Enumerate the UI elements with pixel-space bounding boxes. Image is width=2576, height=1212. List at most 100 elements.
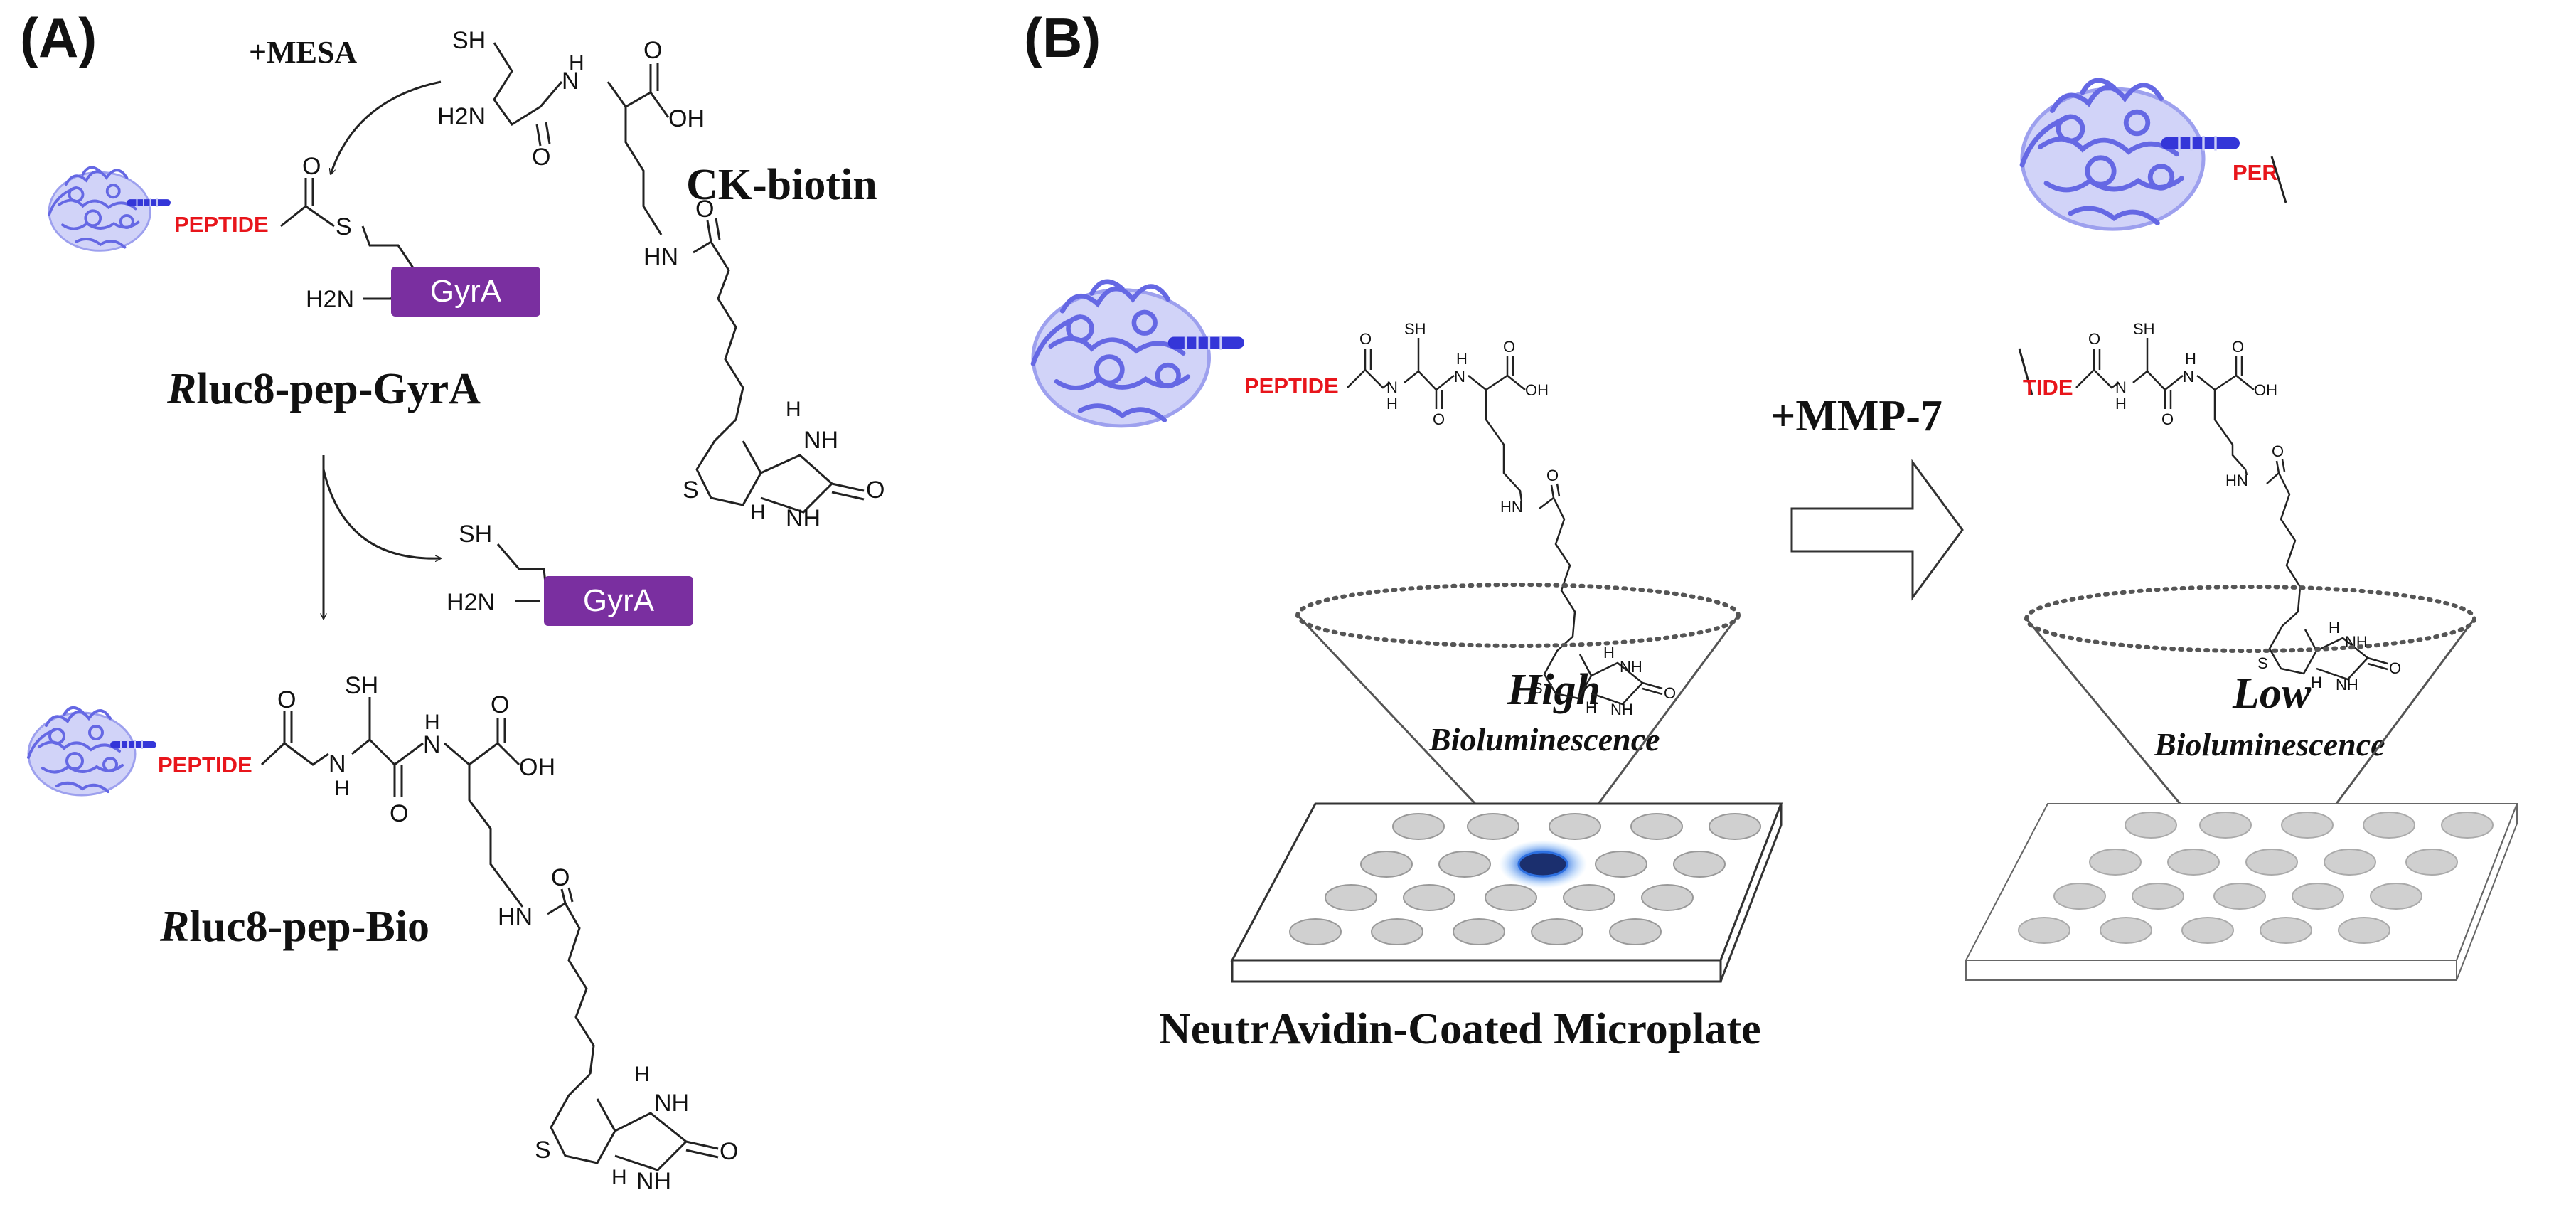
b2-amide-n: N — [2183, 368, 2194, 386]
ck-carbonyl-o: O — [532, 144, 550, 171]
per-fragment-tag: PER — [2233, 160, 2278, 185]
construct-gyra-suffix: luc8-pep-GyrA — [196, 365, 481, 413]
rluc8-protein-3 — [1033, 282, 1239, 426]
cleavage-mark-1 — [2270, 156, 2287, 203]
ck-amide-nh: N — [562, 68, 579, 95]
gyra-box-2 — [544, 576, 693, 626]
ck-acid-oh: OH — [668, 105, 705, 132]
gyra-box-1-label: GyrA — [430, 274, 502, 309]
bio-acid-o: O — [491, 691, 509, 718]
bio-biotin-o: O — [720, 1138, 738, 1165]
b1-lysine-hn: HN — [1500, 498, 1523, 516]
construct-bio-suffix: luc8-pep-Bio — [189, 903, 429, 951]
ck-biotin-s: S — [683, 477, 699, 504]
thioester-sulfur: S — [336, 213, 352, 240]
ck-biotin-nh2: NH — [786, 505, 821, 532]
bio-biotin-nh2: NH — [636, 1168, 671, 1195]
b1-acid-o: O — [1503, 338, 1515, 356]
b1-thiol: SH — [1404, 320, 1426, 338]
b1-carbonyl-o: O — [1433, 410, 1445, 428]
b2-biotin-nh2: NH — [2336, 676, 2358, 693]
byproduct-arrow — [322, 469, 441, 558]
ck-biotin-o: O — [866, 477, 885, 504]
b1-acid-oh: OH — [1525, 381, 1549, 399]
panel-b-label: (B) — [1024, 6, 1101, 69]
ck-amide-h: H — [569, 51, 584, 75]
released-thiol: SH — [459, 521, 492, 548]
bio-thiol: SH — [345, 672, 378, 699]
b2-peptide-n: N — [2115, 378, 2127, 396]
rluc8-bio-structure — [260, 697, 719, 1171]
construct-gyra-label: Rluc8-pep-GyrA — [167, 364, 481, 415]
b2-biotin-h1: H — [2329, 619, 2340, 637]
high-signal-caption: Bioluminescence — [1429, 721, 1660, 758]
b1-biotin-nh1: NH — [1620, 658, 1642, 676]
released-amine: H2N — [447, 589, 495, 616]
ck-acid-o: O — [643, 37, 662, 64]
bio-peptide-o: O — [277, 686, 296, 713]
panel-a-label: (A) — [20, 6, 97, 69]
ck-lysine-hn: HN — [643, 243, 678, 270]
peptide-tag-2: PEPTIDE — [158, 753, 252, 777]
ck-amine: H2N — [437, 103, 486, 130]
b1-biotin-nh2: NH — [1610, 701, 1633, 718]
gyra-box-2-label: GyrA — [583, 583, 655, 618]
microplate-low — [1965, 803, 2518, 981]
b1-amide-h: H — [1456, 350, 1468, 368]
bio-biotin-s: S — [535, 1137, 551, 1164]
gyra-box-1 — [391, 267, 540, 317]
microplate-label: NeutrAvidin-Coated Microplate — [1159, 1005, 1761, 1053]
b2-biotin-s: S — [2257, 654, 2268, 672]
peptide-tag-1: PEPTIDE — [174, 212, 269, 237]
b1-biotin-o: O — [1664, 684, 1676, 702]
b2-carbonyl-o: O — [2161, 410, 2174, 428]
low-signal-label: Low — [2233, 669, 2312, 718]
b2-amide-h: H — [2185, 350, 2196, 368]
cleavage-mark-2 — [2018, 348, 2033, 395]
bio-amide-n: N — [423, 731, 441, 758]
capture-zone-low — [2024, 585, 2476, 653]
mesa-label: +MESA — [249, 35, 358, 70]
ck-biotin-h2: H — [750, 501, 766, 524]
b2-acid-oh: OH — [2254, 381, 2277, 399]
bio-amide-h: H — [424, 711, 440, 734]
b1-peptide-h: H — [1386, 395, 1398, 413]
b2-biotin-nh1: NH — [2345, 633, 2368, 651]
microplate-high — [1230, 802, 1783, 983]
mesa-arrow — [331, 80, 442, 174]
b1-biotin-s: S — [1532, 679, 1543, 697]
ck-thiol: SH — [452, 27, 486, 54]
b2-peptide-h: H — [2115, 395, 2127, 413]
bio-amide-o2: O — [551, 864, 570, 891]
b2-biotin-h2: H — [2311, 674, 2322, 691]
thioester-oxygen: O — [302, 153, 321, 180]
bio-peptide-h: H — [334, 777, 350, 800]
bio-biotin-h1: H — [634, 1063, 650, 1086]
mmp7-cleavage-arrow — [1790, 459, 1964, 601]
b2-biotin-o: O — [2389, 659, 2401, 677]
b1-biotin-h2: H — [1586, 698, 1597, 716]
ck-biotin-label: CK-biotin — [686, 161, 877, 209]
bio-lysine-hn: HN — [498, 903, 533, 930]
immobilized-linker-2 — [2075, 338, 2388, 681]
b2-acid-o: O — [2232, 338, 2244, 356]
b1-biotin-h1: H — [1603, 644, 1615, 661]
rluc8-protein-4 — [2022, 80, 2234, 229]
ck-biotin-structure — [493, 42, 865, 514]
construct-gyra-prefix: R — [167, 365, 197, 413]
b1-peptide-o: O — [1359, 330, 1372, 348]
bio-acid-oh: OH — [519, 754, 555, 781]
bio-carbonyl-o: O — [390, 800, 408, 827]
rluc8-protein-1 — [49, 167, 167, 250]
b2-amide-o2: O — [2272, 442, 2284, 460]
mmp7-label: +MMP-7 — [1770, 392, 1942, 440]
rluc8-protein-2 — [28, 708, 153, 795]
b1-amide-n: N — [1454, 368, 1465, 386]
b2-peptide-o: O — [2088, 330, 2100, 348]
peptide-tag-3: PEPTIDE — [1244, 373, 1339, 398]
ck-amide-o2: O — [695, 196, 714, 223]
capture-zone-high — [1295, 583, 1741, 648]
b1-amide-o2: O — [1546, 467, 1559, 484]
